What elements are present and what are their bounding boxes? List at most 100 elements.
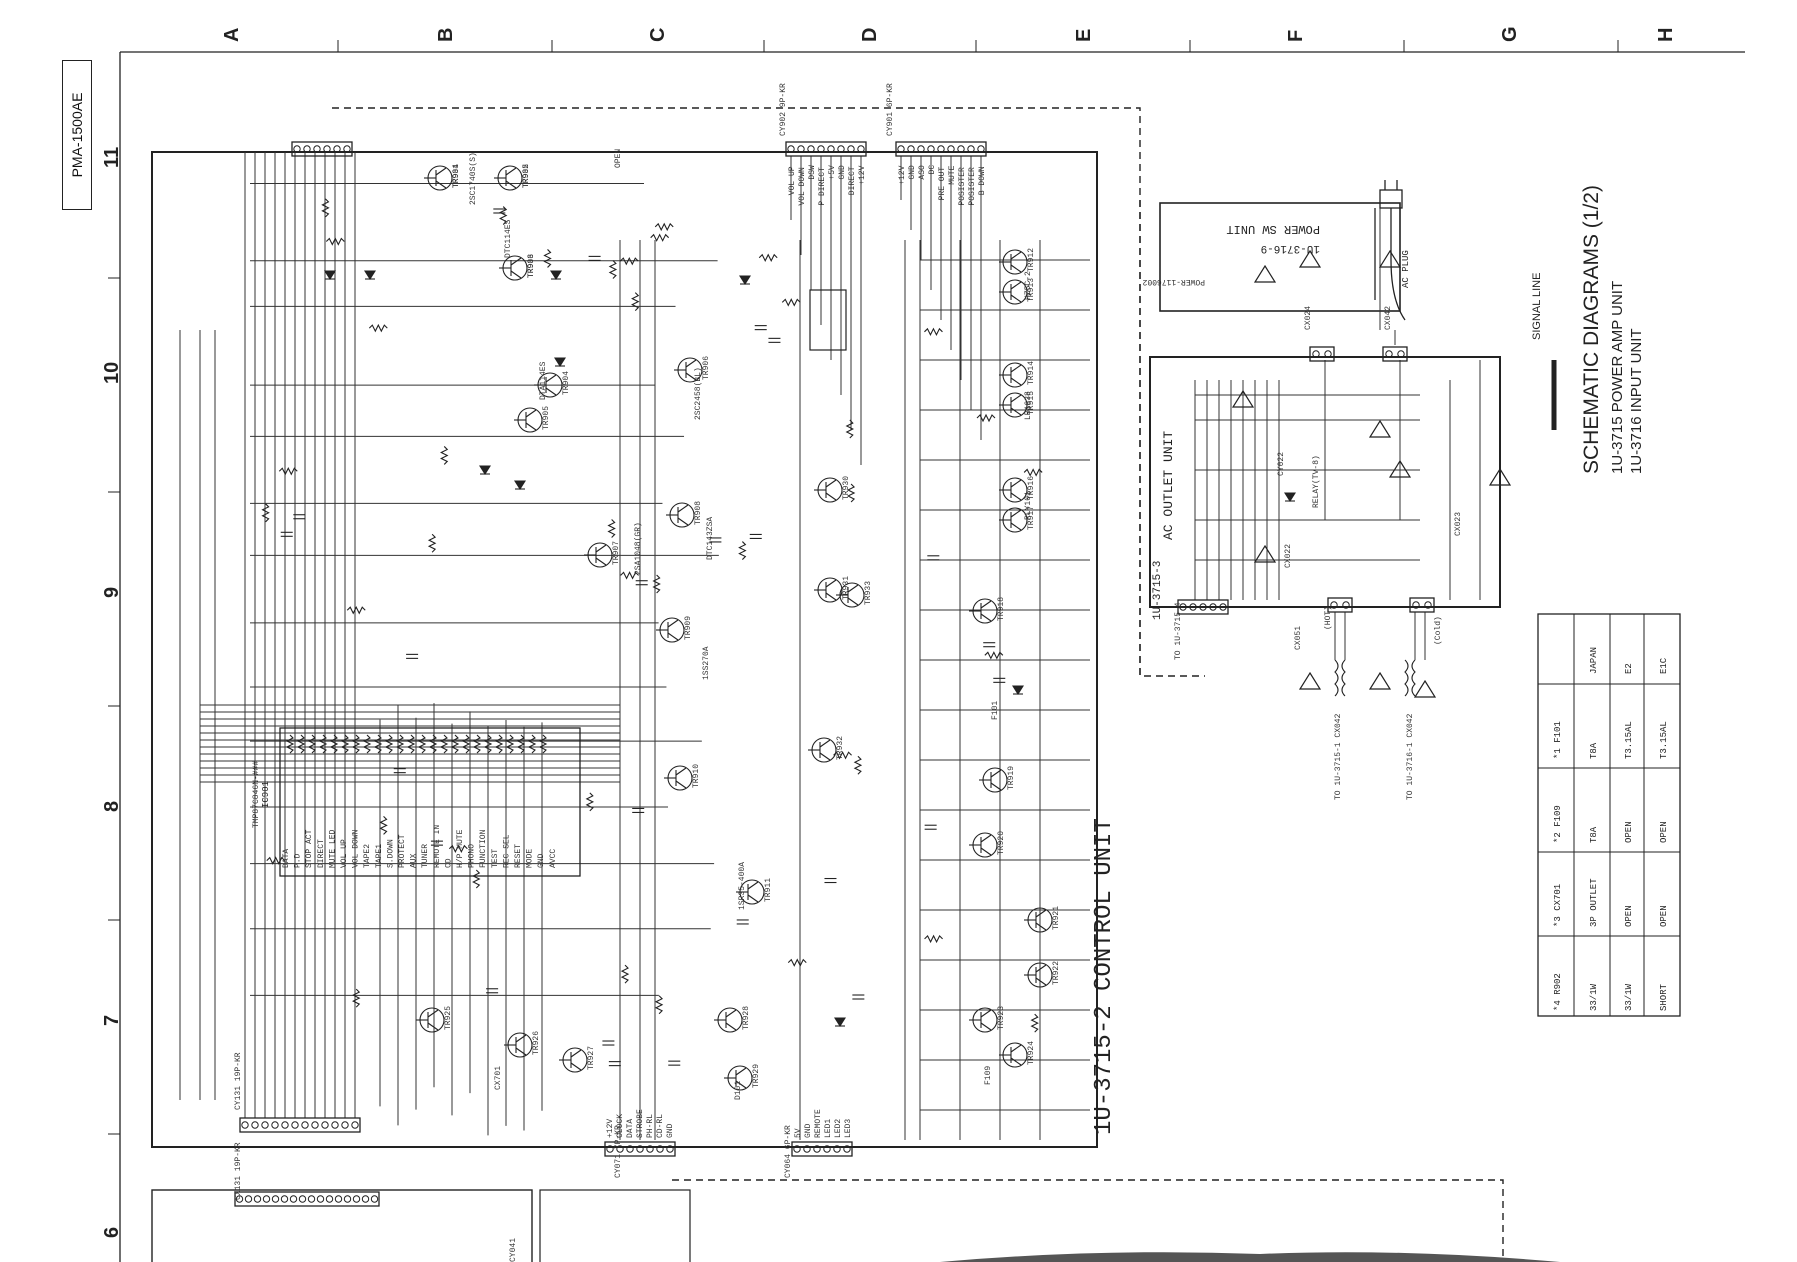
resistor	[498, 206, 508, 225]
resistor	[448, 844, 468, 853]
cold-label: (Cold)	[1434, 616, 1443, 645]
transistor-label: TR930	[842, 476, 851, 500]
dashed-region-right	[1139, 200, 1205, 677]
ic-pin-label: CD	[444, 858, 453, 868]
capacitor	[632, 807, 645, 813]
pin-label: GND	[804, 1123, 813, 1138]
capacitor	[927, 555, 940, 561]
capacitor	[768, 337, 781, 343]
capacitor	[602, 1040, 615, 1046]
resistor	[261, 503, 270, 523]
pin-label: DATA	[626, 1119, 635, 1138]
part-label: DTA114ES	[539, 361, 548, 400]
resistor	[351, 734, 361, 754]
part-label: CX022	[1284, 544, 1293, 568]
transistor	[999, 249, 1028, 275]
grid-column-label: D	[859, 28, 881, 42]
input-unit-border	[151, 1189, 533, 1262]
transistor	[969, 1007, 998, 1033]
resistor	[427, 533, 437, 553]
resistor	[924, 934, 943, 944]
resistor	[619, 256, 639, 266]
resistor	[781, 298, 801, 307]
grid-column-label: E	[1073, 29, 1095, 42]
transistor	[808, 737, 837, 763]
transistor	[814, 577, 843, 603]
diode	[1284, 492, 1296, 503]
fuse-table-header: *1 F101	[1553, 721, 1563, 759]
connector-label: CY064 6P-KR	[784, 1125, 793, 1178]
connector-cx021	[1382, 346, 1408, 362]
connector-label: CY071 7P-KR	[614, 1125, 623, 1178]
transistor-label: TR905	[542, 406, 551, 430]
ic-lb1638-body	[809, 289, 847, 351]
fuse-table-cell: 33/1W	[1589, 983, 1599, 1011]
pin-label: STROBE	[636, 1109, 645, 1138]
transistor	[814, 477, 843, 503]
transistor	[999, 279, 1028, 305]
warning-triangle-icon	[1388, 459, 1412, 478]
resistor	[395, 734, 405, 754]
diode	[1012, 685, 1024, 696]
ic-pin-label: RESET	[514, 844, 523, 868]
resistor	[278, 467, 298, 476]
transistor-label: TR918	[997, 597, 1006, 621]
connector-cx024	[1409, 597, 1435, 613]
capacitor	[754, 325, 767, 331]
pin-label: POSISTER	[968, 167, 977, 206]
resistor	[654, 222, 674, 232]
transistor	[999, 362, 1028, 388]
transistor-label: TR903	[527, 254, 536, 278]
capacitor	[608, 1061, 621, 1067]
resistor	[450, 734, 460, 754]
ic-pin-label: VOL UP	[340, 839, 349, 868]
pin-label: ASO	[918, 165, 927, 180]
fuse-table-cell: E2	[1624, 663, 1634, 674]
resistor	[318, 734, 328, 754]
destination-label: TO 1U-3716-1 CX042	[1406, 713, 1415, 800]
power-sw-unit-number: 1U-3716-9	[1261, 242, 1320, 254]
ic-pin-label: AUX	[410, 853, 419, 868]
part-label: 1SR35-400A	[738, 862, 747, 910]
pin-label: POSISTER	[958, 167, 967, 206]
ac-outlet-unit-border	[1149, 356, 1501, 608]
resistor	[440, 446, 449, 465]
transistor-label: TR925	[444, 1006, 453, 1030]
part-label: 1SS270A	[702, 646, 711, 680]
ac-outlet-unit-title: AC OUTLET UNIT	[1161, 431, 1176, 540]
grid-row-label: 9	[101, 587, 123, 598]
pin-label: CD-RL	[656, 1114, 665, 1138]
fuse-table-cell: OPEN	[1659, 821, 1669, 843]
transistor	[969, 598, 998, 624]
power-sw-unit-title: POWER SW UNIT	[1226, 222, 1320, 236]
resistor	[428, 734, 438, 754]
connector-label: CY902 9P-KR	[779, 83, 788, 136]
transistor	[664, 765, 693, 791]
transistor-label: TR931	[842, 576, 851, 600]
resistor	[368, 323, 388, 333]
part-label: CX023	[1454, 512, 1463, 536]
part-label: F101	[991, 701, 1000, 720]
transistor-label: TR926	[532, 1031, 541, 1055]
ic-pin-label: VOL DOWN	[352, 829, 361, 868]
resistor	[329, 734, 339, 754]
warning-triangle-icon	[1298, 671, 1322, 690]
part-label: DTC143ZSA	[706, 517, 715, 560]
resistor	[787, 958, 807, 967]
grid-column-label: A	[221, 28, 243, 42]
warning-triangle-icon	[1368, 419, 1392, 438]
connector-cx023	[1327, 597, 1353, 613]
transistor	[999, 392, 1028, 418]
resistor	[351, 988, 361, 1008]
transistor	[499, 255, 528, 281]
ic-pin-label: TAPE1	[375, 844, 384, 868]
pin-label: LED3	[844, 1119, 853, 1138]
resistor	[1030, 1013, 1039, 1033]
fuse-table-header: *2 F109	[1553, 805, 1563, 843]
transistor-label: TR911	[764, 878, 773, 902]
resistor	[505, 734, 515, 754]
diode	[554, 357, 566, 368]
pin-label: GND	[838, 165, 847, 180]
ic-pin-label: TUNER	[421, 844, 430, 868]
fuse-table-header: *4 R902	[1553, 973, 1563, 1011]
